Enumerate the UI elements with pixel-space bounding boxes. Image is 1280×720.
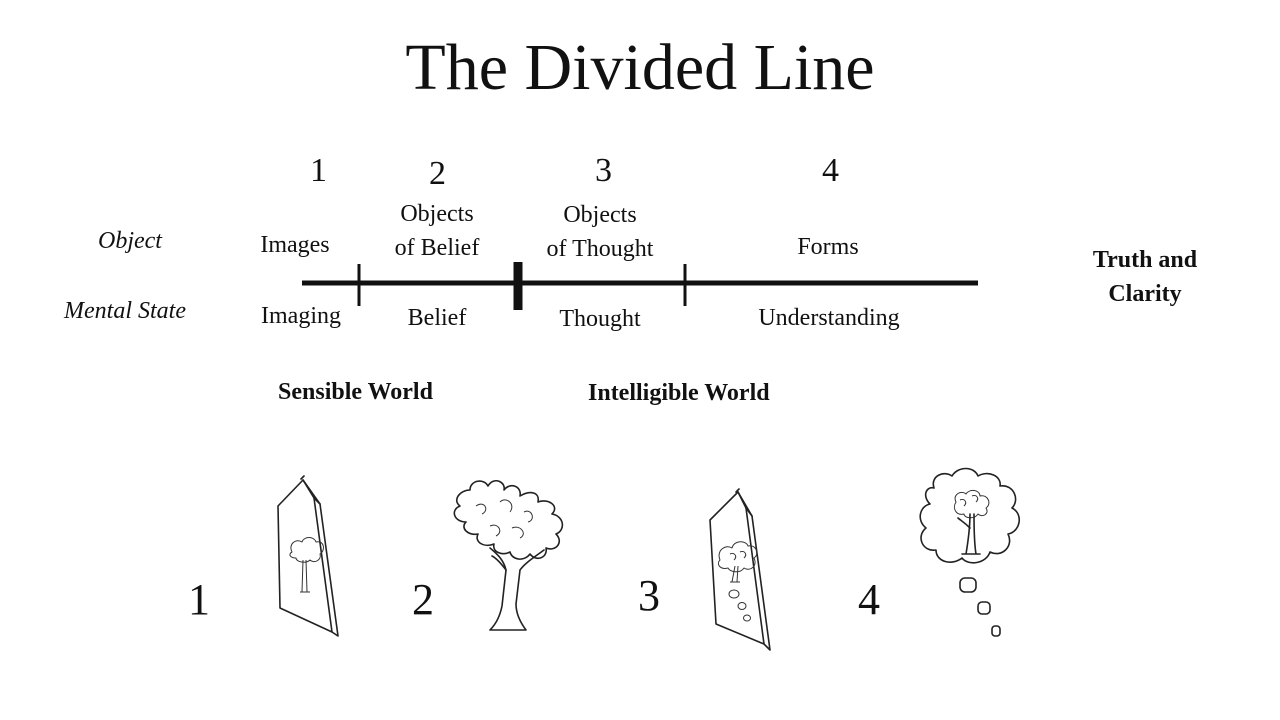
intelligible-world-label: Intelligible World (588, 380, 770, 406)
tree-thought-bubble-icon (919, 467, 1020, 637)
illustration-number-4: 4 (858, 575, 880, 624)
mental-state-label-4: Understanding (758, 305, 900, 331)
object-label-3: Objects of Thought (546, 202, 654, 262)
row-label-mental-state: Mental State (64, 298, 186, 324)
segment-number-2: 2 (429, 155, 446, 192)
segment-number-3: 3 (595, 152, 612, 189)
segment-number-1: 1 (310, 152, 327, 189)
tree-icon (453, 479, 564, 631)
object-label-4: Forms (797, 234, 859, 260)
sensible-world-label: Sensible World (278, 379, 433, 405)
mental-state-label-3: Thought (559, 306, 641, 332)
mental-state-label-1: Imaging (261, 303, 341, 329)
tree-reflection-panel-icon (277, 475, 339, 637)
illustration-number-2: 2 (412, 575, 434, 624)
tree-reflection-thought-panel-icon (709, 488, 771, 651)
truth-clarity-label: Truth and Clarity (1092, 247, 1198, 307)
illustration-number-1: 1 (188, 575, 210, 624)
segment-number-4: 4 (822, 152, 839, 189)
page-title: The Divided Line (405, 31, 875, 104)
object-label-1: Images (260, 232, 330, 258)
illustration-number-3: 3 (638, 571, 660, 620)
mental-state-label-2: Belief (407, 305, 467, 331)
object-label-2: Objects of Belief (394, 201, 480, 261)
row-label-object: Object (98, 228, 162, 254)
